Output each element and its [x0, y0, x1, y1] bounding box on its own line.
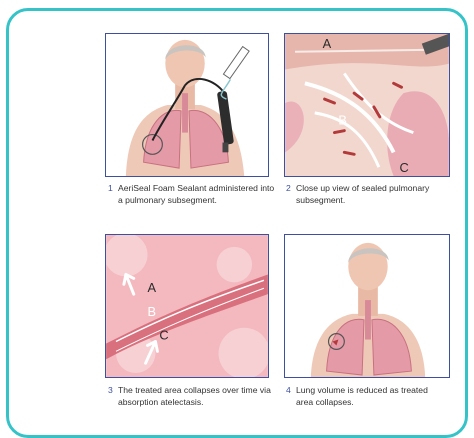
patient-bronchoscope-illustration	[106, 34, 268, 176]
caption-1-number: 1	[108, 182, 118, 206]
sealed-subsegment-closeup: A B C	[285, 34, 449, 176]
panel-3-label-a: A	[148, 280, 157, 295]
panel-2-illustration: A B C	[284, 33, 450, 177]
caption-4-number: 4	[286, 384, 296, 408]
panel-1-illustration	[105, 33, 269, 177]
caption-3: 3 The treated area collapses over time v…	[108, 384, 276, 408]
caption-4-text: Lung volume is reduced as treated area c…	[296, 384, 446, 408]
panel-2-label-a: A	[323, 36, 332, 51]
panel-4-illustration	[284, 234, 450, 378]
caption-4: 4 Lung volume is reduced as treated area…	[286, 384, 446, 408]
caption-1: 1 AeriSeal Foam Sealant administered int…	[108, 182, 276, 206]
panel-2-label-c: C	[400, 160, 409, 175]
reduced-lung-volume-illustration	[285, 235, 449, 377]
collapsed-area-illustration: A B C	[106, 235, 268, 377]
caption-2-number: 2	[286, 182, 296, 206]
panel-3-label-b: B	[148, 304, 157, 319]
panel-3-label-c: C	[159, 328, 168, 343]
caption-3-text: The treated area collapses over time via…	[118, 384, 276, 408]
caption-1-text: AeriSeal Foam Sealant administered into …	[118, 182, 276, 206]
panel-2-label-b: B	[338, 113, 347, 128]
caption-2: 2 Close up view of sealed pulmonary subs…	[286, 182, 446, 206]
caption-3-number: 3	[108, 384, 118, 408]
caption-2-text: Close up view of sealed pulmonary subseg…	[296, 182, 446, 206]
panel-3-illustration: A B C	[105, 234, 269, 378]
